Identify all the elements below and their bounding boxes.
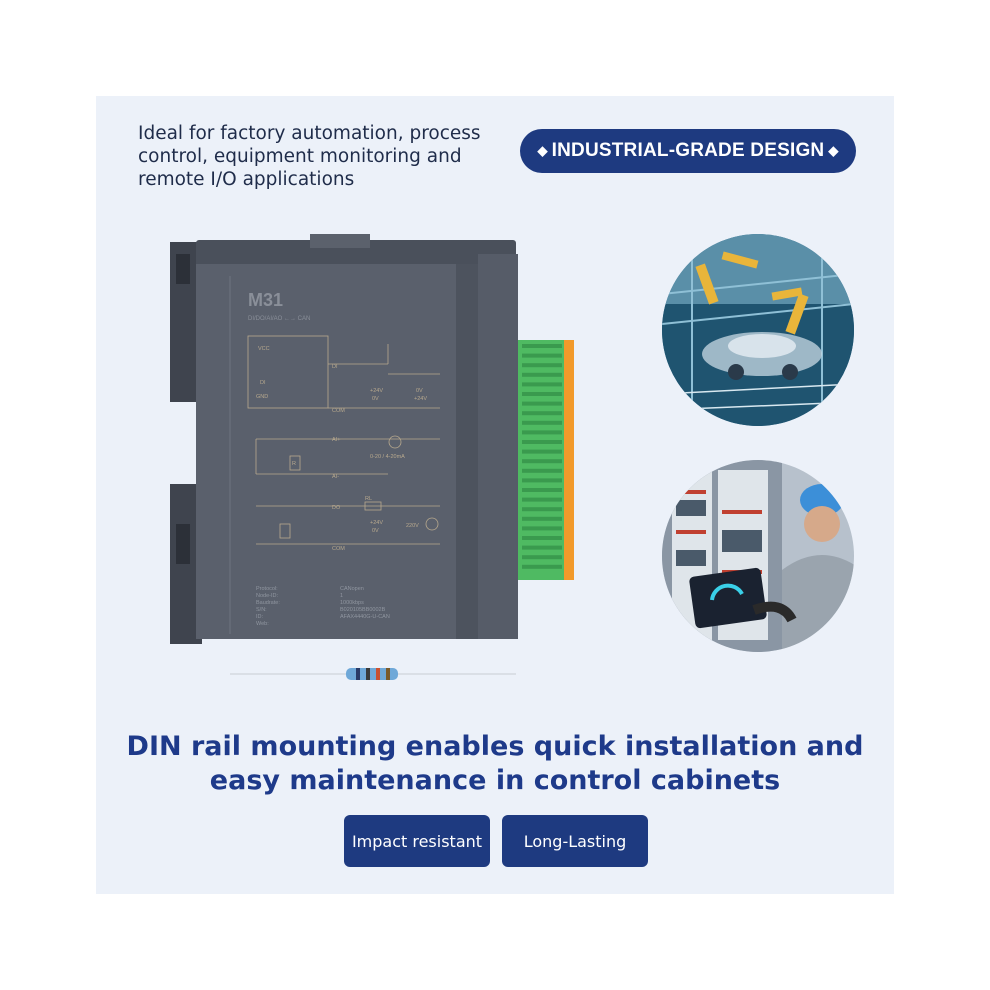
terminal-slot [522, 392, 562, 396]
terminal-slot [522, 353, 562, 358]
diagram-vcc: VCC [258, 346, 270, 352]
io-module-device: M31 DI/DO/AI/AO ←→ CAN VCC DI GND DI +24… [170, 234, 574, 680]
terminal-slot [522, 420, 562, 425]
diagram-0v: 0V [372, 396, 379, 402]
spec-value: 1000kbps [340, 600, 364, 606]
diagram-rl: RL [365, 496, 372, 502]
terminal-slot [522, 459, 562, 464]
technician-tablet-photo [662, 460, 854, 652]
terminal-slot [522, 497, 562, 502]
terminal-slot [522, 430, 562, 435]
intro-text: Ideal for factory automation, process co… [138, 123, 481, 190]
diagram-24v-b: +24V [414, 396, 427, 402]
diagram-ai-plus: AI+ [332, 437, 340, 443]
spec-value: B020105BB0002B [340, 607, 386, 613]
terminal-slot [522, 449, 562, 454]
spec-label: Baudrate: [256, 600, 280, 606]
terminal-slot [522, 344, 562, 348]
diagram-220v: 220V [406, 523, 419, 529]
diagram-di: DI [260, 380, 266, 386]
diagram-do-0v: 0V [372, 528, 379, 534]
headline: DIN rail mounting enables quick installa… [96, 730, 894, 798]
spec-value: AFAX4440G-U-CAN [340, 614, 390, 620]
diagram-com-2: COM [332, 546, 345, 552]
diagram-gnd: GND [256, 394, 268, 400]
diagram-do-24v: +24V [370, 520, 383, 526]
diagram-r: R [292, 461, 296, 467]
diamond-icon: ◆ [828, 143, 839, 158]
terminal-slot [522, 516, 562, 521]
model-label: M31 [248, 290, 283, 310]
diamond-icon: ◆ [537, 143, 548, 158]
diagram-0v-b: 0V [416, 388, 423, 394]
spec-label: Node-ID: [256, 593, 278, 599]
spec-label: ID: [256, 614, 264, 620]
headline-line-2: easy maintenance in control cabinets [209, 765, 781, 796]
terminal-slot [522, 526, 562, 531]
model-subtitle: DI/DO/AI/AO ←→ CAN [248, 316, 310, 322]
terminal-slot [522, 372, 562, 377]
diagram-do: DO [332, 505, 341, 511]
spec-label: Web: [256, 621, 269, 627]
terminal-slot [522, 440, 562, 444]
diagram-di-right: DI [332, 364, 338, 370]
diagram-ai-range: 0-20 / 4-20mA [370, 454, 405, 460]
diagram-ai-minus: AI- [332, 474, 339, 480]
terminal-slot [522, 411, 562, 416]
diagram-com: COM [332, 408, 345, 414]
spec-value: 1 [340, 593, 343, 599]
impact-resistant-badge: Impact resistant [344, 815, 490, 867]
terminal-slot [522, 507, 562, 512]
headline-line-1: DIN rail mounting enables quick installa… [126, 731, 864, 762]
terminal-block [522, 344, 562, 569]
terminal-slot [522, 488, 562, 492]
spec-label: Protocol: [256, 586, 278, 592]
terminal-slot [522, 555, 562, 560]
spec-label: S/N: [256, 607, 267, 613]
terminal-slot [522, 468, 562, 473]
terminal-slot [522, 545, 562, 550]
banner-label: INDUSTRIAL-GRADE DESIGN [551, 140, 825, 161]
terminal-slot [522, 478, 562, 483]
spec-value: CANopen [340, 586, 364, 592]
terminal-slot [522, 363, 562, 368]
terminal-slot [522, 401, 562, 406]
terminal-slot [522, 536, 562, 540]
terminal-slot [522, 564, 562, 569]
diagram-24v: +24V [370, 388, 383, 394]
long-lasting-badge: Long-Lasting [502, 815, 648, 867]
terminal-slot [522, 382, 562, 387]
industrial-grade-design-banner: ◆ INDUSTRIAL-GRADE DESIGN ◆ [520, 129, 856, 173]
factory-robot-photo [662, 234, 854, 426]
